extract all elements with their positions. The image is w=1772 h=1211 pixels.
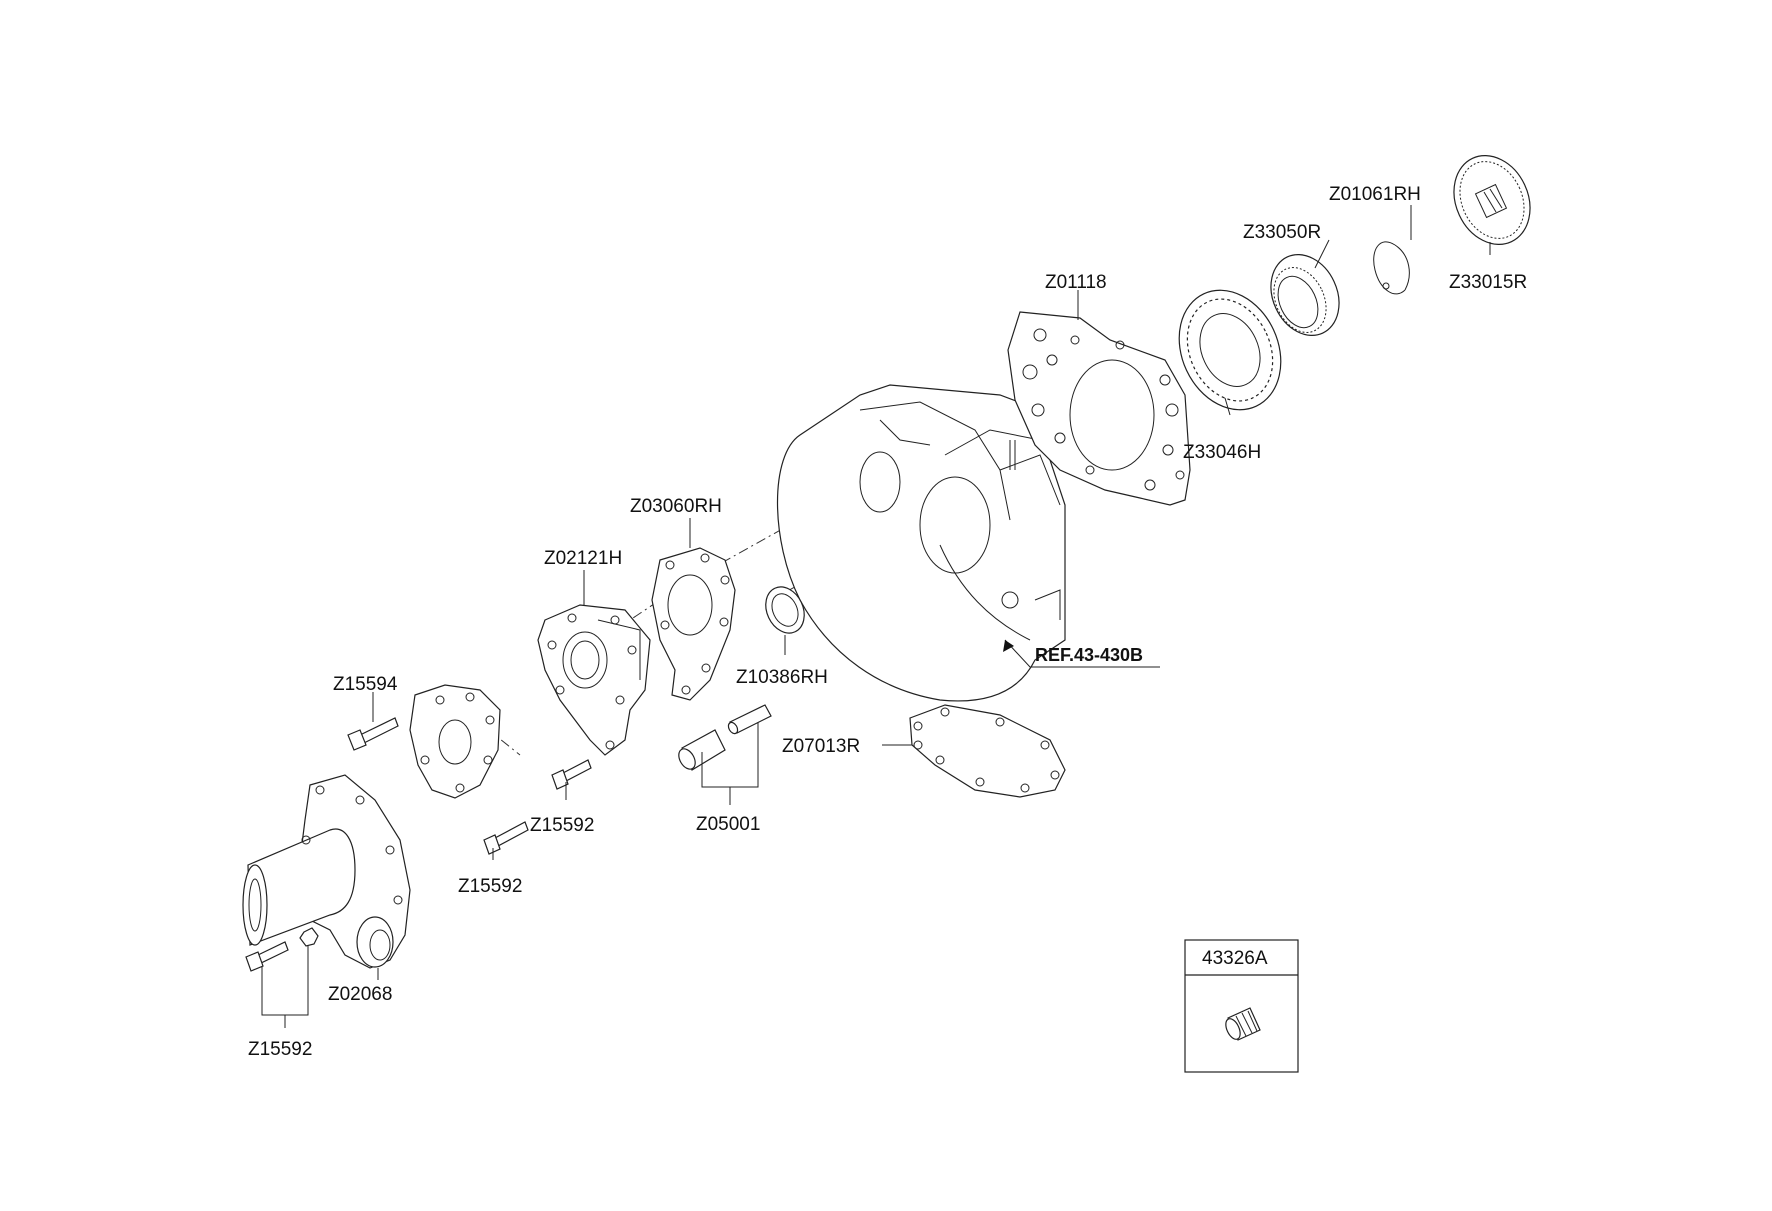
label-z15594[interactable]: Z15594: [333, 674, 398, 695]
label-z15592-bottom[interactable]: Z15592: [248, 1039, 312, 1060]
pan-gasket[interactable]: [909, 704, 1066, 798]
label-z01118[interactable]: Z01118: [1045, 272, 1107, 293]
label-z05001[interactable]: Z05001: [696, 814, 760, 835]
needle-bearing[interactable]: [1223, 1007, 1261, 1042]
label-z33015r[interactable]: Z33015R: [1449, 272, 1527, 293]
cover-gasket[interactable]: [651, 547, 736, 701]
toothed-plate[interactable]: [1160, 274, 1299, 427]
label-z02121h[interactable]: Z02121H: [544, 548, 622, 569]
extension-housing[interactable]: [537, 604, 651, 756]
leader-lines: [261, 205, 1491, 1028]
transaxle-case[interactable]: [776, 384, 1066, 702]
sleeve-gear[interactable]: [1440, 143, 1544, 257]
inset-title[interactable]: 43326A: [1202, 948, 1268, 969]
nut-bottom[interactable]: [299, 927, 319, 947]
label-z07013r[interactable]: Z07013R: [782, 736, 860, 757]
label-z03060rh[interactable]: Z03060RH: [630, 496, 722, 517]
label-z15592-mid[interactable]: Z15592: [530, 815, 594, 836]
label-z02068[interactable]: Z02068: [328, 984, 392, 1005]
oil-pump-plate[interactable]: [409, 684, 501, 799]
bolt-z15594[interactable]: [347, 717, 399, 751]
transfer-housing[interactable]: [242, 774, 411, 969]
synchronizer-ring[interactable]: [1258, 243, 1352, 346]
case-gasket[interactable]: [1007, 311, 1191, 506]
label-z15592-low[interactable]: Z15592: [458, 876, 522, 897]
label-z33050r[interactable]: Z33050R: [1243, 222, 1321, 243]
oil-seal[interactable]: [759, 581, 812, 640]
bolt-bottom[interactable]: [245, 941, 289, 972]
bolt-low[interactable]: [483, 821, 529, 855]
ref-label[interactable]: REF.43-430B: [1035, 645, 1143, 665]
bolt-mid[interactable]: [551, 759, 592, 790]
label-z01061rh[interactable]: Z01061RH: [1329, 184, 1421, 205]
snap-ring[interactable]: [1373, 241, 1410, 295]
inset-box: 43326A: [1184, 939, 1299, 1073]
label-z33046h[interactable]: Z33046H: [1183, 442, 1261, 463]
part-labels: Z01061RH Z33050R Z33015R Z01118 Z33046H …: [248, 184, 1527, 1060]
dowel-pins[interactable]: [675, 704, 772, 772]
label-z10386rh[interactable]: Z10386RH: [736, 667, 828, 688]
